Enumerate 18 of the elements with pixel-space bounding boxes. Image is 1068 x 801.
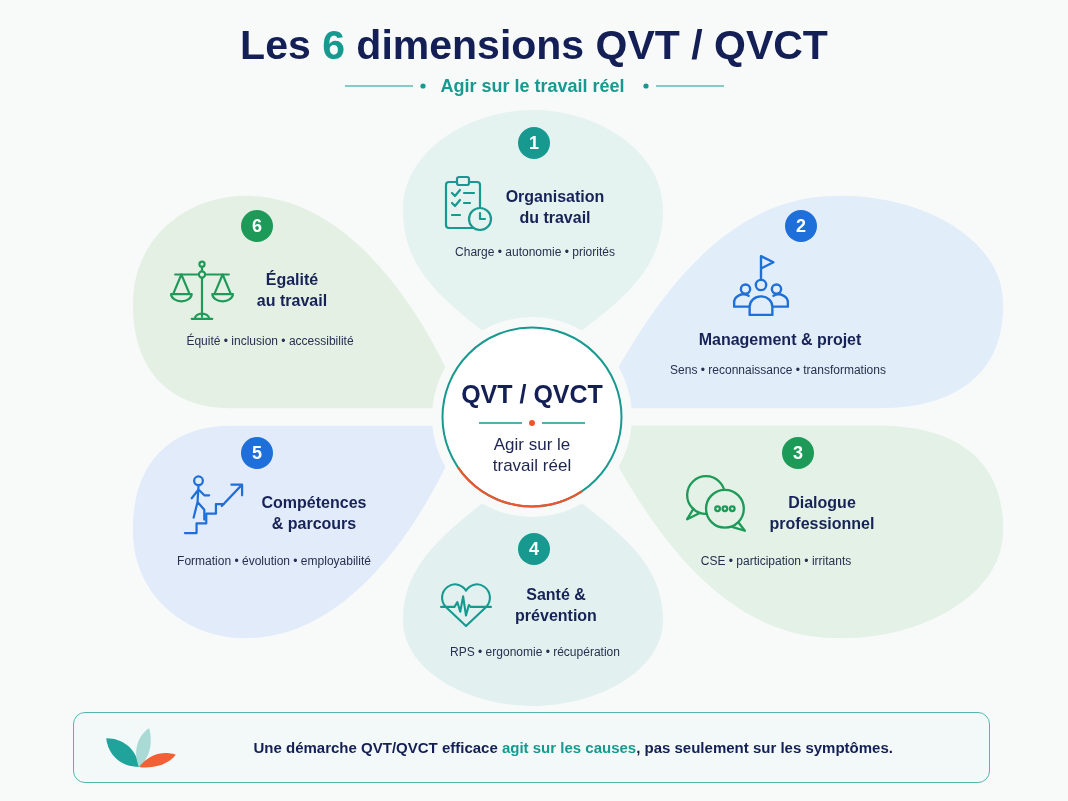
center-subtitle: Agir sur le travail réel: [491, 434, 573, 476]
keyword-list: Sens • reconnaissance • transformations: [669, 362, 887, 378]
keyword-list: Équité • inclusion • accessibilité: [185, 333, 355, 349]
page-title: Les 6 dimensions QVT / QVCT: [240, 21, 828, 70]
center-title: QVT / QVCT: [460, 379, 604, 409]
page-subtitle: Agir sur le travail réel: [440, 75, 626, 97]
keyword-list: RPS • ergonomie • récupération: [449, 644, 621, 660]
dimension-title: Compétences & parcours: [260, 493, 368, 534]
dimension-title: Organisation du travail: [504, 187, 606, 228]
keyword-list: Formation • évolution • employabilité: [176, 553, 372, 569]
message-banner: [73, 712, 990, 783]
dimension-title: Égalité au travail: [255, 269, 329, 311]
dimension-title: Management & projet: [697, 330, 863, 350]
banner-text: Une démarche QVT/QVCT efficace agit sur les causes, pas seulement sur les symptômes.: [253, 737, 894, 758]
keyword-list: Charge • autonomie • priorités: [454, 244, 616, 260]
keyword-list: CSE • participation • irritants: [699, 553, 853, 569]
dimension-title: Santé & prévention: [514, 585, 598, 626]
dimension-title: Dialogue professionnel: [768, 493, 876, 534]
